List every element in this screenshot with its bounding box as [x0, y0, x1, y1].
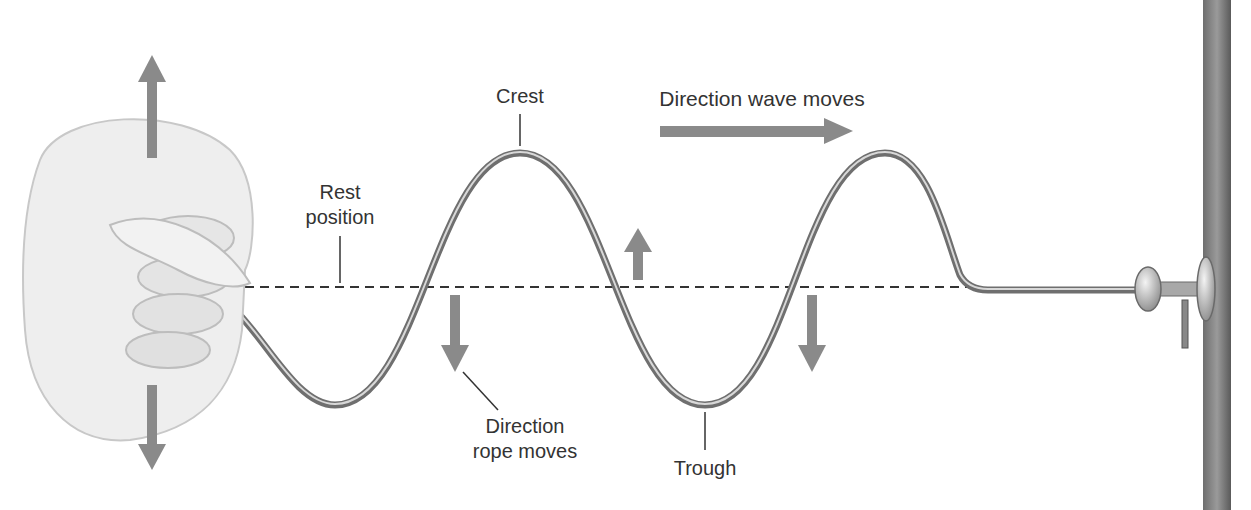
crest-label: Crest — [496, 84, 544, 109]
rope-highlight — [200, 152, 1135, 404]
leader-lines — [340, 114, 705, 450]
rest-position-label: Rest position — [290, 180, 390, 230]
rope-motion-arrows — [441, 228, 826, 372]
hand-motion-arrows — [138, 55, 166, 470]
hand — [23, 119, 253, 440]
direction-label: Direction rope moves — [465, 414, 585, 464]
wall — [1203, 0, 1231, 510]
rope — [200, 153, 1135, 405]
rest-line — [215, 286, 975, 288]
trough-label: Trough — [674, 456, 737, 481]
doorknob — [1135, 257, 1215, 348]
direction-label: Direction wave moves — [659, 86, 864, 112]
wave-direction-arrow — [660, 118, 853, 144]
